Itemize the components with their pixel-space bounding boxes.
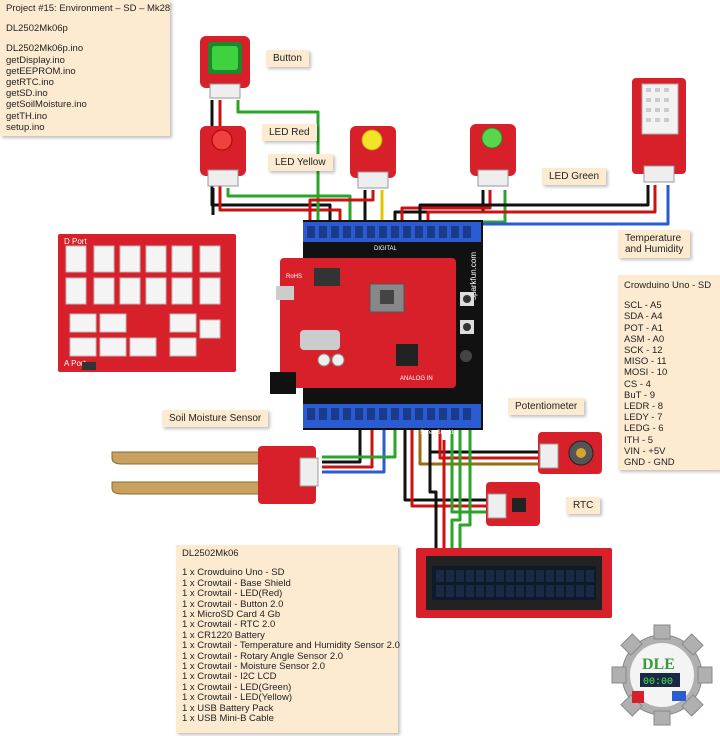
wire-soil-red <box>322 430 374 469</box>
parts-item: 1 x Crowtail - Temperature and Humidity … <box>182 640 400 652</box>
pin-item: LEDR - 8 <box>624 401 664 413</box>
button-module <box>200 36 250 99</box>
wire-rtc-red <box>410 430 487 508</box>
pin-item: SCK - 12 <box>624 345 663 357</box>
pin-item: BuT - 9 <box>624 389 655 401</box>
wire-ledr-green <box>226 188 352 240</box>
file-item: DL2502Mk06p.ino <box>6 43 84 55</box>
parts-item: 1 x Crowtail - Button 2.0 <box>182 598 284 610</box>
parts-item: 1 x MicroSD Card 4 Gb <box>182 609 281 621</box>
wire-soil-black <box>322 430 362 464</box>
pin-item: SCL - A5 <box>624 300 662 312</box>
wire-pot-brown <box>418 430 540 466</box>
analog-label: ANALOG IN <box>400 376 433 382</box>
parts-item: 1 x USB Battery Pack <box>182 702 274 714</box>
rtc-module <box>486 482 540 526</box>
label-temp-line1: Temperature <box>625 233 682 244</box>
sketch-name: DL2502Mk06p <box>6 23 68 35</box>
pin-title: Crowduino Uno - SD <box>624 280 712 291</box>
i2c-lcd <box>416 548 612 618</box>
wire-lcd-green <box>450 430 462 548</box>
wire-soil-blue <box>322 430 386 474</box>
file-item: getSoilMoisture.ino <box>6 99 87 111</box>
base-shield: D Port A Port <box>58 234 236 372</box>
sparkfun-label: sparkfun.com <box>469 252 478 300</box>
pin-item: CS - 4 <box>624 378 651 390</box>
potentiometer-module <box>538 432 602 474</box>
label-soil-moisture: Soil Moisture Sensor <box>162 410 269 427</box>
led-green-module <box>470 124 516 187</box>
led-red-module <box>200 126 246 187</box>
project-note: Project #15: Environment – SD – Mk28 DL2… <box>0 0 170 136</box>
file-item: getDisplay.ino <box>6 54 65 66</box>
base-aport-label: A Port <box>64 359 87 368</box>
parts-item: 1 x USB Mini-B Cable <box>182 713 274 725</box>
parts-item: 1 x Crowtail - RTC 2.0 <box>182 619 276 631</box>
project-title: Project #15: Environment – SD – Mk28 <box>6 3 171 14</box>
pin-item: ASM - A0 <box>624 333 665 345</box>
crowduino-board: RoHS ANALOG IN DIGITAL <box>270 246 456 394</box>
file-item: getRTC.ino <box>6 77 54 89</box>
pin-item: MOSI - 10 <box>624 367 668 379</box>
pin-item: POT - A1 <box>624 322 663 334</box>
parts-note: DL2502Mk06 1 x Crowduino Uno - SD 1 x Cr… <box>176 545 400 733</box>
pin-note: Crowduino Uno - SD SCL - A5 SDA - A4 POT… <box>618 275 720 470</box>
led-yellow-module <box>350 126 396 189</box>
wire-soil-green <box>322 430 397 459</box>
soil-moisture-module <box>111 446 319 504</box>
parts-item: 1 x Crowtail - Rotary Angle Sensor 2.0 <box>182 650 344 662</box>
pin-item: GND - GND <box>624 457 675 469</box>
rohs-label: RoHS <box>286 274 302 280</box>
temp-humidity-module <box>632 78 686 183</box>
pin-item: LEDY - 7 <box>624 412 663 424</box>
label-led-green: LED Green <box>542 168 607 185</box>
wire-pot-red <box>438 430 540 460</box>
parts-title: DL2502Mk06 <box>182 548 239 559</box>
wire-rtc-green <box>450 430 487 514</box>
parts-item: 1 x Crowtail - I2C LCD <box>182 671 277 683</box>
pin-item: SDA - A4 <box>624 311 663 323</box>
digital-label: DIGITAL <box>374 246 398 252</box>
parts-item: 1 x Crowtail - Base Shield <box>182 577 291 589</box>
label-led-red: LED Red <box>262 124 317 141</box>
dle-text: DLE <box>642 656 675 673</box>
file-item: getSD.ino <box>6 88 48 100</box>
file-item: setup.ino <box>6 121 45 133</box>
dle-display: 00:00 <box>643 677 673 688</box>
pin-item: MISO - 11 <box>624 356 667 368</box>
pin-item: LEDG - 6 <box>624 423 664 435</box>
parts-item: 1 x Crowtail - Moisture Sensor 2.0 <box>182 661 326 673</box>
label-potentiometer: Potentiometer <box>508 398 585 415</box>
label-rtc: RTC <box>566 497 601 514</box>
screwshield-label: ScrewShield <box>420 430 453 436</box>
parts-item: 1 x Crowduino Uno - SD <box>182 567 285 579</box>
base-dport-label: D Port <box>64 237 87 246</box>
wire-lcd-green2 <box>458 430 472 548</box>
wire-lcd-black <box>428 430 438 548</box>
label-led-yellow: LED Yellow <box>268 154 333 171</box>
label-button: Button <box>266 50 309 67</box>
wire-button-green <box>236 100 320 240</box>
parts-item: 1 x Crowtail - LED(Red) <box>182 588 283 600</box>
pin-item: VIN - +5V <box>624 445 666 457</box>
parts-item: 1 x Crowtail - LED(Yellow) <box>182 692 292 704</box>
label-temp-line2: and Humidity <box>625 244 684 255</box>
pin-item: ITH - 5 <box>624 434 654 446</box>
dle-logo: DLE 00:00 <box>611 624 713 726</box>
file-item: getTH.ino <box>6 110 48 122</box>
label-temp-humidity: Temperature and Humidity <box>618 230 691 258</box>
file-item: getEEPROM.ino <box>6 65 76 77</box>
parts-item: 1 x CR1220 Battery <box>182 629 265 641</box>
parts-item: 1 x Crowtail - LED(Green) <box>182 681 292 693</box>
